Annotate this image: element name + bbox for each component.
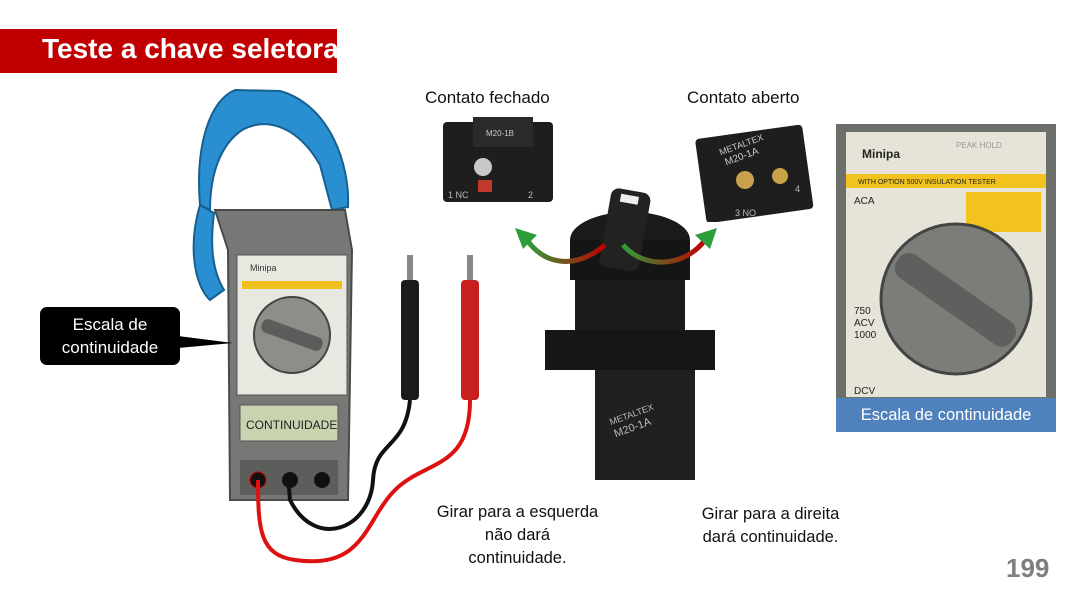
left-turn-caption: Girar para a esquerda não dará continuid…	[420, 501, 615, 570]
svg-text:M20-1B: M20-1B	[486, 129, 514, 138]
svg-text:4: 4	[795, 184, 800, 194]
svg-text:WITH OPTION 500V INSULATION TE: WITH OPTION 500V INSULATION TESTER	[858, 179, 996, 186]
callout-line-1: Escala de	[72, 315, 148, 334]
callout-pointer	[178, 336, 233, 348]
svg-text:750: 750	[854, 306, 871, 317]
zoom-caption: Escala de continuidade	[836, 398, 1056, 432]
svg-text:PEAK HOLD: PEAK HOLD	[956, 141, 1002, 150]
svg-text:DCV: DCV	[854, 386, 875, 397]
svg-text:1000: 1000	[854, 330, 877, 341]
rotation-arrows	[515, 228, 717, 265]
right-turn-line-2: dará continuidade.	[702, 528, 839, 546]
arrow-right-icon	[621, 238, 708, 265]
right-turn-line-1: Girar para a direita	[701, 505, 840, 523]
right-turn-caption: Girar para a direita dará continuidade.	[683, 503, 858, 549]
zoomed-dial-image: Minipa PEAK HOLD WITH OPTION 500V INSULA…	[836, 124, 1056, 399]
zoom-brand: Minipa	[862, 147, 900, 161]
closed-contact-label: Contato fechado	[425, 88, 550, 107]
svg-text:2: 2	[528, 190, 533, 200]
callout-line-2: continuidade	[61, 338, 159, 357]
svg-text:ACV: ACV	[854, 318, 875, 329]
meter-display-text: CONTINUIDADE	[246, 418, 337, 432]
svg-text:1 NC: 1 NC	[448, 190, 469, 200]
open-contact-block-image: METALTEX M20-1A 3 NO 4	[695, 124, 814, 222]
selector-switch-image: METALTEX M20-1A	[545, 188, 715, 480]
open-contact-label: Contato aberto	[687, 88, 800, 107]
title-bar	[0, 29, 337, 73]
slide-title: Teste a chave seletora	[42, 33, 339, 64]
page-number: 199	[1006, 553, 1050, 583]
svg-text:3 NO: 3 NO	[735, 208, 756, 218]
left-turn-line-1: Girar para a esquerda	[436, 503, 599, 521]
svg-text:ACA: ACA	[854, 196, 875, 207]
closed-contact-block-image: M20-1B 1 NC 2	[443, 117, 553, 202]
clamp-meter-image: Minipa CONTINUIDADE	[192, 88, 354, 501]
continuity-scale-callout: Escala de continuidade	[40, 307, 180, 365]
meter-brand: Minipa	[250, 263, 277, 273]
left-turn-line-3: continuidade.	[468, 549, 567, 567]
probe-leads-image	[256, 255, 479, 564]
arrow-left-icon	[524, 238, 607, 264]
left-turn-line-2: não dará	[484, 526, 551, 544]
